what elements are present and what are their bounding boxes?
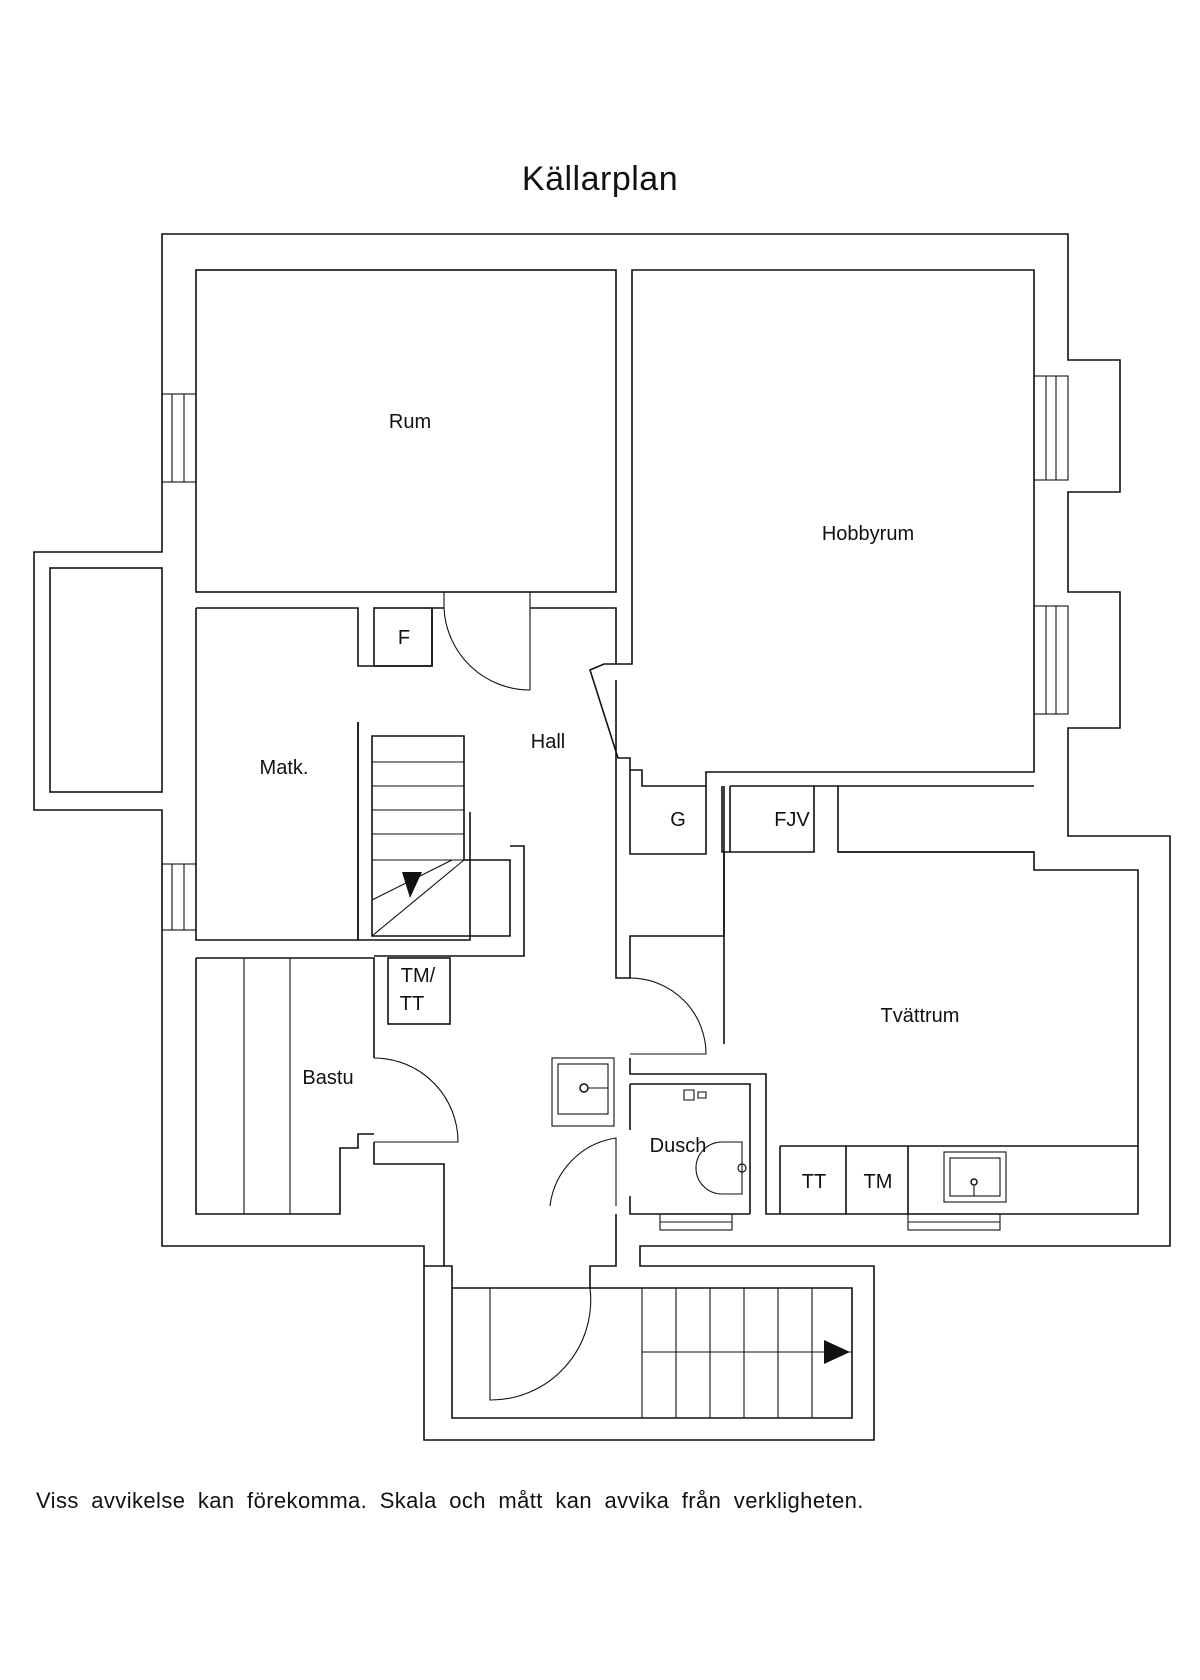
room-tvattrum <box>629 851 1139 1215</box>
label-counter-tm: TM <box>864 1171 893 1193</box>
stair-entrance <box>451 1287 853 1419</box>
label-fjv: FJV <box>774 809 810 831</box>
label-hobbyrum: Hobbyrum <box>822 523 914 545</box>
label-bastu: Bastu <box>302 1067 353 1089</box>
sink-hall <box>551 1057 615 1127</box>
door-dusch <box>549 1137 617 1207</box>
counter <box>779 1145 1138 1214</box>
plan-title: Källarplan <box>521 160 679 198</box>
shower-head <box>683 1089 707 1101</box>
door-rum <box>443 592 531 691</box>
closet-g <box>629 770 707 855</box>
label-counter-tt: TT <box>802 1171 826 1193</box>
label-hall: Hall <box>531 731 565 753</box>
room-hobbyrum <box>589 269 1035 787</box>
room-bastu <box>195 958 374 1215</box>
door-entrance <box>489 1287 592 1401</box>
stair-arrow <box>402 872 422 898</box>
label-dusch: Dusch <box>650 1135 707 1157</box>
label-matk: Matk. <box>260 757 309 779</box>
label-tm: TM/ <box>401 965 436 987</box>
window-matk <box>161 863 197 931</box>
label-g: G <box>670 809 686 831</box>
bay-left <box>49 567 163 793</box>
window-hobby-1 <box>1033 375 1069 481</box>
disclaimer: Viss avvikelse kan förekomma. Skala och … <box>36 1488 864 1513</box>
window-hobby-2 <box>1033 605 1069 715</box>
door-bastu <box>373 1057 459 1143</box>
sink-tvatt <box>943 1151 1007 1203</box>
label-rum: Rum <box>389 411 431 433</box>
closet-tm-tt <box>387 957 451 1025</box>
label-tvattrum: Tvättrum <box>881 1005 960 1027</box>
label-tt: TT <box>400 993 424 1015</box>
stair-arrow-entrance <box>824 1340 850 1364</box>
closet-f <box>373 607 433 667</box>
door-tvattrum <box>629 977 707 1055</box>
toilet <box>695 1141 743 1195</box>
window-rum <box>161 393 197 483</box>
stair-1 <box>357 722 471 941</box>
outer-wall <box>33 233 1171 1441</box>
box-fjv <box>721 786 815 853</box>
label-f: F <box>398 627 410 649</box>
